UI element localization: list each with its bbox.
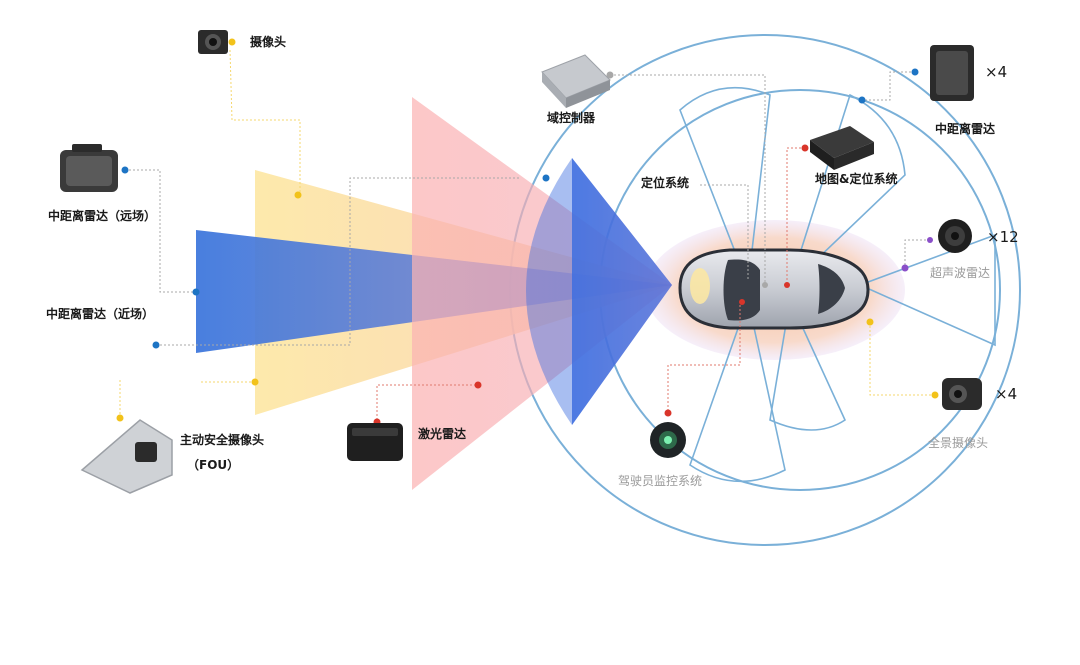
label-ultrasonic: 超声波雷达 [930,266,991,280]
map-positioning-device-icon [810,126,874,170]
leader-mid-radar [862,71,915,101]
dot-surround-car [866,318,874,326]
dot-mid-radar-far-beam [192,288,200,296]
multiplier-surround-camera: ×4 [995,385,1018,403]
leader-mid-radar-near [156,177,520,346]
label-fou: （FOU） [187,458,240,472]
leader-surround [869,322,935,396]
driver-monitor-device-icon [650,422,686,458]
dot-car-front [762,282,768,288]
dot-mid-radar [911,68,919,76]
label-driver-monitor: 驾驶员监控系统 [618,474,703,488]
label-map-positioning: 地图&定位系统 [815,172,898,186]
dot-mid-radar-near [152,341,160,349]
mid-radar-device-icon [930,45,974,101]
leader-camera [229,49,301,195]
label-camera: 摄像头 [250,35,287,49]
dot-camera [228,38,236,46]
dot-mid-radar-circle [858,96,866,104]
mid-radar-far-device-icon [60,144,118,192]
dot-lidar-beam [474,381,482,389]
dot-ultrasonic-right [927,237,933,243]
device-icons [60,30,982,494]
car [678,248,870,330]
dot-ultrasonic [901,264,909,272]
active-safety-camera-device-icon [80,419,173,494]
leader-lines [119,49,935,420]
sensor-beams [196,97,672,490]
dot-car-center [784,282,790,288]
marker-dots [116,38,939,426]
lobe-front-bottom [689,297,786,483]
label-mid-radar-far: 中距离雷达（远场） [48,209,157,223]
dot-active-safety [116,414,124,422]
label-surround-camera: 全景摄像头 [928,436,989,450]
lidar-device-icon [347,423,403,461]
leader-driver-monitor [667,300,741,415]
lobe-rear-top [789,93,906,286]
dot-mid-radar-far [121,166,129,174]
car-rear-window [818,264,845,314]
leader-map-positioning [786,147,805,285]
dot-domain-controller [606,71,614,79]
surround-camera-device-icon [942,378,982,410]
lobe-rear-bottom [769,297,847,431]
camera-device-icon [198,30,228,54]
lobe-rear-side [857,233,996,347]
dot-camera-beam [294,191,302,199]
mid-radar-near-beam-arc [526,158,672,425]
label-mid-radar-near: 中距离雷达（近场） [46,307,155,321]
mid-radar-near-beam [572,158,672,425]
dot-map-positioning [801,144,809,152]
label-mid-radar: 中距离雷达 [935,122,996,136]
dot-mid-radar-near-beam [542,174,550,182]
dot-driver-monitor [664,409,672,417]
multiplier-mid-radar: ×4 [985,63,1008,81]
label-domain-controller: 域控制器 [547,111,596,125]
label-lidar: 激光雷达 [418,427,467,441]
domain-controller-device-icon [541,54,611,108]
leader-mid-radar-far [125,169,196,293]
dot-active-safety-beam [251,378,259,386]
lidar-beam [412,97,672,490]
car-front-light [690,268,710,304]
dot-surround [931,391,939,399]
label-positioning: 定位系统 [641,176,690,190]
ultrasonic-device-icon [938,219,972,253]
dot-car-driver [739,299,745,305]
leader-positioning [700,184,749,280]
leader-ultrasonic [904,239,930,268]
multiplier-ultrasonic: ×12 [987,228,1019,246]
label-active-safety-camera: 主动安全摄像头 [180,433,265,447]
car-windshield [723,259,760,321]
